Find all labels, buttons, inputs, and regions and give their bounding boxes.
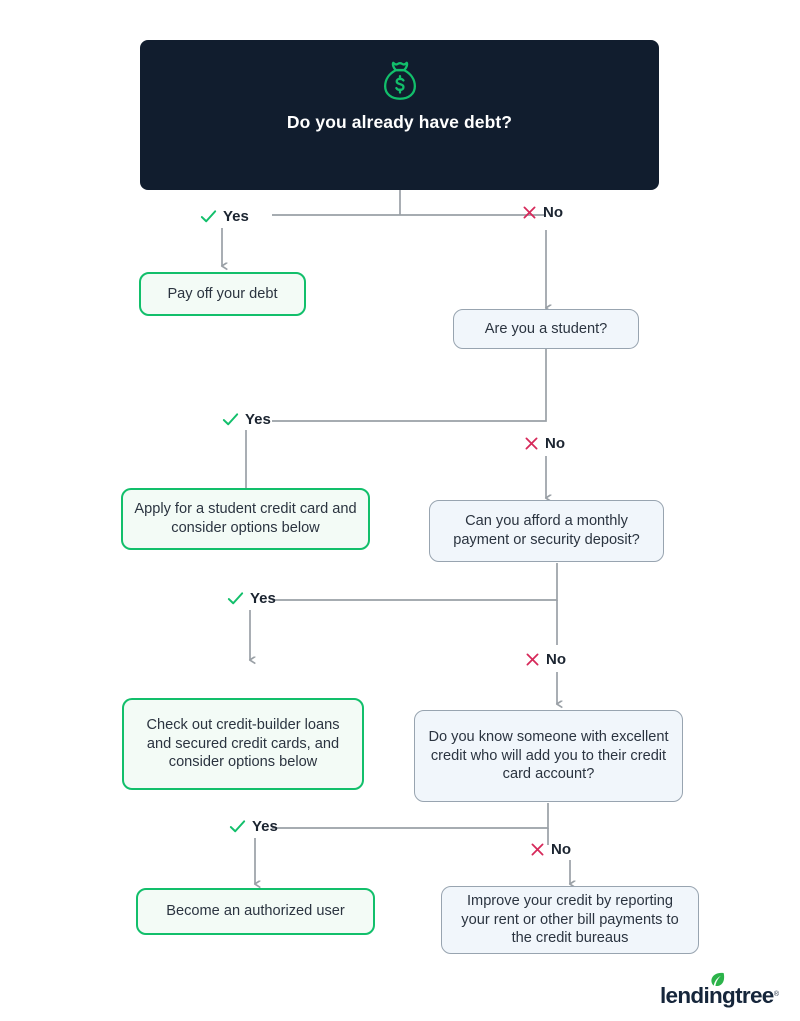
- x-icon: [531, 843, 544, 856]
- branch-label: Yes: [245, 411, 271, 428]
- check-icon: [200, 210, 217, 223]
- node-text: Pay off your debt: [167, 285, 278, 302]
- branch-label: No: [551, 841, 571, 858]
- branch-label: Yes: [252, 818, 278, 835]
- root-question-text: Do you already have debt?: [286, 112, 513, 132]
- check-icon: [222, 413, 239, 426]
- node-text: Do you know someone with excellent credi…: [428, 729, 669, 783]
- node-text: Are you a student?: [484, 320, 608, 337]
- branch-label: Yes: [250, 590, 276, 607]
- money-bag-icon: [383, 61, 416, 100]
- node-apply-student-credit-card: Apply for a student credit card and cons…: [121, 488, 370, 550]
- lendingtree-logo: lendingtree ®: [660, 972, 779, 1009]
- check-icon: [229, 820, 246, 833]
- branch-debt-yes: Yes: [199, 207, 249, 226]
- branch-debt-no: No: [521, 204, 563, 221]
- branch-authuser-no: No: [529, 841, 571, 858]
- branch-label: No: [545, 435, 565, 452]
- node-text: Apply for a student credit card and cons…: [134, 501, 357, 536]
- check-icon: [227, 592, 244, 605]
- node-text: Become an authorized user: [166, 903, 345, 920]
- branch-label: No: [543, 204, 563, 221]
- node-report-rent-payments: Improve your credit by reporting your re…: [441, 886, 699, 954]
- logo-wordmark: lendingtree: [660, 983, 774, 1008]
- x-icon: [523, 206, 536, 219]
- branch-afford-no: No: [524, 651, 566, 668]
- x-icon: [525, 437, 538, 450]
- node-text: Check out credit-builder loans and secur…: [146, 717, 340, 771]
- branch-label: Yes: [223, 208, 249, 225]
- node-know-someone-excellent-credit: Do you know someone with excellent credi…: [414, 710, 683, 802]
- x-icon: [526, 653, 539, 666]
- branch-student-no: No: [523, 435, 565, 452]
- logo-trademark: ®: [773, 991, 779, 998]
- node-text: Can you afford a monthly payment or secu…: [453, 513, 640, 548]
- branch-student-yes: Yes: [221, 410, 271, 429]
- node-are-you-a-student: Are you a student?: [453, 309, 639, 349]
- node-text: Improve your credit by reporting your re…: [461, 893, 679, 947]
- node-can-you-afford: Can you afford a monthly payment or secu…: [429, 500, 664, 562]
- branch-authuser-yes: Yes: [228, 817, 278, 836]
- branch-label: No: [546, 651, 566, 668]
- node-credit-builder-loans: Check out credit-builder loans and secur…: [122, 698, 364, 790]
- node-pay-off-debt: Pay off your debt: [139, 272, 306, 316]
- node-become-authorized-user: Become an authorized user: [136, 888, 375, 935]
- leaf-icon: [711, 972, 725, 987]
- root-question-card: Do you already have debt?: [140, 40, 659, 190]
- branch-afford-yes: Yes: [226, 589, 276, 608]
